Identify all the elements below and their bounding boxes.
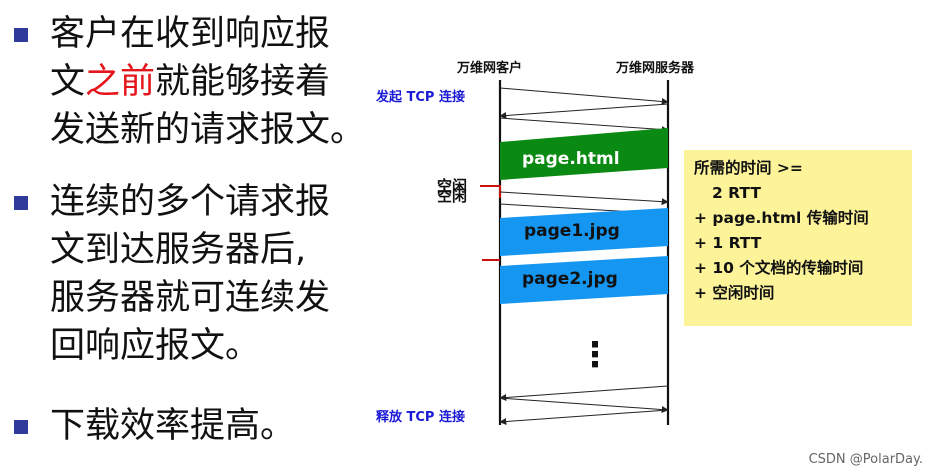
page2-jpg-label: page2.jpg bbox=[522, 269, 618, 289]
bullet-square-2 bbox=[14, 196, 28, 210]
bullet-3-line-1: 下载效率提高。 bbox=[50, 406, 296, 446]
bullet-2-line-4: 回响应报文。 bbox=[50, 326, 261, 366]
page1-jpg-box bbox=[500, 208, 668, 256]
idle-label: 空闲 bbox=[437, 177, 467, 195]
syn-arrow bbox=[499, 87, 669, 105]
fin-arrow-2 bbox=[499, 397, 669, 414]
rtt-line-2: 2 RTT bbox=[712, 184, 761, 202]
rtt-line-6: + 空闲时间 bbox=[694, 284, 775, 302]
bullet-1-line-2: 文之前就能够接着 bbox=[50, 62, 331, 102]
bullet-2-line-1: 连续的多个请求报 bbox=[50, 182, 331, 222]
fin-arrow-3 bbox=[499, 409, 669, 426]
page-html-box bbox=[500, 128, 668, 180]
bullet-1-line-3: 发送新的请求报文。 bbox=[50, 110, 366, 150]
watermark: CSDN @PolarDay. bbox=[808, 452, 923, 467]
rtt-summary-box: 所需的时间 >= 2 RTT + page.html 传输时间 + 1 RTT … bbox=[684, 150, 912, 326]
idle-label-overlap: 空闲 bbox=[437, 187, 467, 205]
bullet-2-line-3: 服务器就可连续发 bbox=[50, 278, 331, 318]
page2-jpg-box bbox=[500, 256, 668, 304]
fin-arrow-1 bbox=[499, 385, 669, 402]
ellipsis-dots: ⋮ bbox=[578, 335, 612, 375]
server-label: 万维网服务器 bbox=[615, 60, 695, 76]
bullet-1-line-1: 客户在收到响应报 bbox=[50, 14, 331, 54]
emphasis-red-text: 之前 bbox=[85, 62, 156, 102]
rtt-line-1: 所需的时间 >= bbox=[694, 159, 803, 177]
rtt-line-3: + page.html 传输时间 bbox=[694, 209, 869, 227]
idle-bracket bbox=[480, 185, 501, 198]
release-label: 释放 TCP 连接 bbox=[376, 409, 465, 425]
connect-label: 发起 TCP 连接 bbox=[375, 89, 465, 105]
syn-ack-arrow bbox=[499, 103, 669, 120]
page1-jpg-label: page1.jpg bbox=[524, 221, 620, 241]
bullet-square-1 bbox=[14, 28, 28, 42]
request-page1-arrow bbox=[499, 191, 669, 206]
rtt-line-5: + 10 个文档的传输时间 bbox=[694, 259, 864, 277]
ack-request-arrow bbox=[499, 117, 669, 134]
rtt-line-4: + 1 RTT bbox=[694, 234, 762, 252]
bullet-2-line-2: 文到达服务器后, bbox=[50, 230, 307, 270]
client-label: 万维网客户 bbox=[456, 60, 522, 76]
page-html-label: page.html bbox=[522, 149, 620, 169]
bullet-square-3 bbox=[14, 420, 28, 434]
